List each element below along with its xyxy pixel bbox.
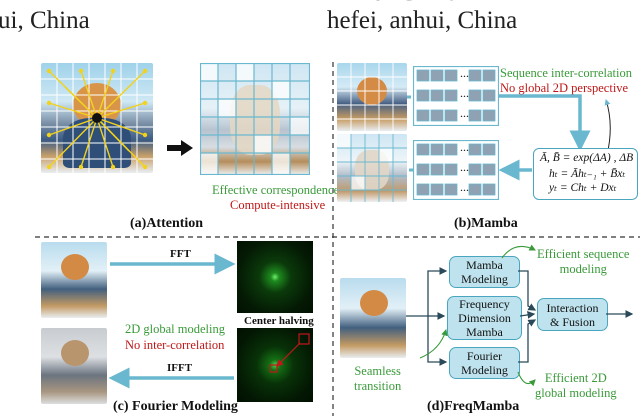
note-seamless-transition: Seamless transition — [354, 364, 402, 393]
frequency-dimension-mamba-label: Frequency Dimension Mamba — [458, 297, 511, 339]
fourier-caption: (c) Fourier Modeling — [113, 399, 238, 414]
mamba-note-red: No global 2D perspective — [500, 81, 629, 95]
header-right-top-text: of China — [372, 0, 459, 8]
attention-output-grid — [200, 63, 310, 175]
mamba-eq3: yₜ = Chₜ + Dxₜ — [549, 182, 617, 194]
attention-caption: (a)Attention — [130, 216, 204, 231]
fourier-output-image — [41, 328, 107, 404]
mamba-ellipsis-5: ... — [460, 160, 469, 174]
mamba-equation-box — [533, 148, 638, 200]
freqmamba-input-image — [340, 278, 406, 358]
note-efficient-2d: Efficient 2D global modeling — [535, 371, 617, 400]
freqmamba-caption: (d)FreqMamba — [427, 399, 520, 414]
mamba-ellipsis-1: ... — [460, 66, 469, 80]
mamba-caption: (b)Mamba — [454, 216, 518, 231]
attention-note-green: Effective correspondence — [212, 183, 340, 197]
mamba-eq1: Ā, B̄ = exp(ΔA) , ΔB — [540, 152, 634, 164]
header-left-text: ui, China — [0, 7, 90, 34]
fft-label: FFT — [170, 248, 191, 260]
mamba-ellipsis-2: ... — [460, 86, 469, 100]
mamba-input-grid — [337, 63, 407, 131]
mamba-eq2: hₜ = Āhₜ₋₁ + B̄xₜ — [549, 168, 626, 180]
fourier-modeling-box: Fourier Modeling — [449, 347, 520, 379]
frequency-dimension-mamba-box: Frequency Dimension Mamba — [447, 296, 522, 340]
mamba-sequence-top — [413, 66, 499, 126]
mamba-output-grid — [337, 134, 407, 202]
mamba-ellipsis-3: ... — [460, 106, 469, 120]
interaction-fusion-label: Interaction & Fusion — [546, 300, 599, 329]
mamba-note-green: Sequence inter-correlation — [500, 66, 632, 80]
fourier-modeling-label: Fourier Modeling — [461, 349, 508, 377]
header-right-text: hefei, anhui, China — [327, 7, 518, 34]
fourier-note-red: No inter-correlation — [125, 338, 225, 352]
fourier-input-image — [41, 242, 107, 318]
attention-arrow-icon — [167, 140, 193, 156]
mamba-ellipsis-6: ... — [460, 180, 469, 194]
mamba-modeling-box: Mamba Modeling — [449, 256, 520, 288]
attention-grid-overlay — [41, 63, 153, 173]
mamba-modeling-label: Mamba Modeling — [461, 258, 508, 286]
fourier-note-green: 2D global modeling — [125, 322, 225, 336]
attention-note-red: Compute-intensive — [230, 198, 326, 212]
interaction-fusion-box: Interaction & Fusion — [537, 298, 608, 331]
note-efficient-sequence: Efficient sequence modeling — [537, 247, 630, 276]
ifft-label: IFFT — [167, 362, 193, 374]
mamba-input-image — [337, 63, 407, 131]
mamba-ellipsis-4: ... — [460, 140, 469, 154]
center-halving-label: Center halving — [244, 315, 314, 327]
fourier-spectrum-top — [237, 241, 313, 313]
